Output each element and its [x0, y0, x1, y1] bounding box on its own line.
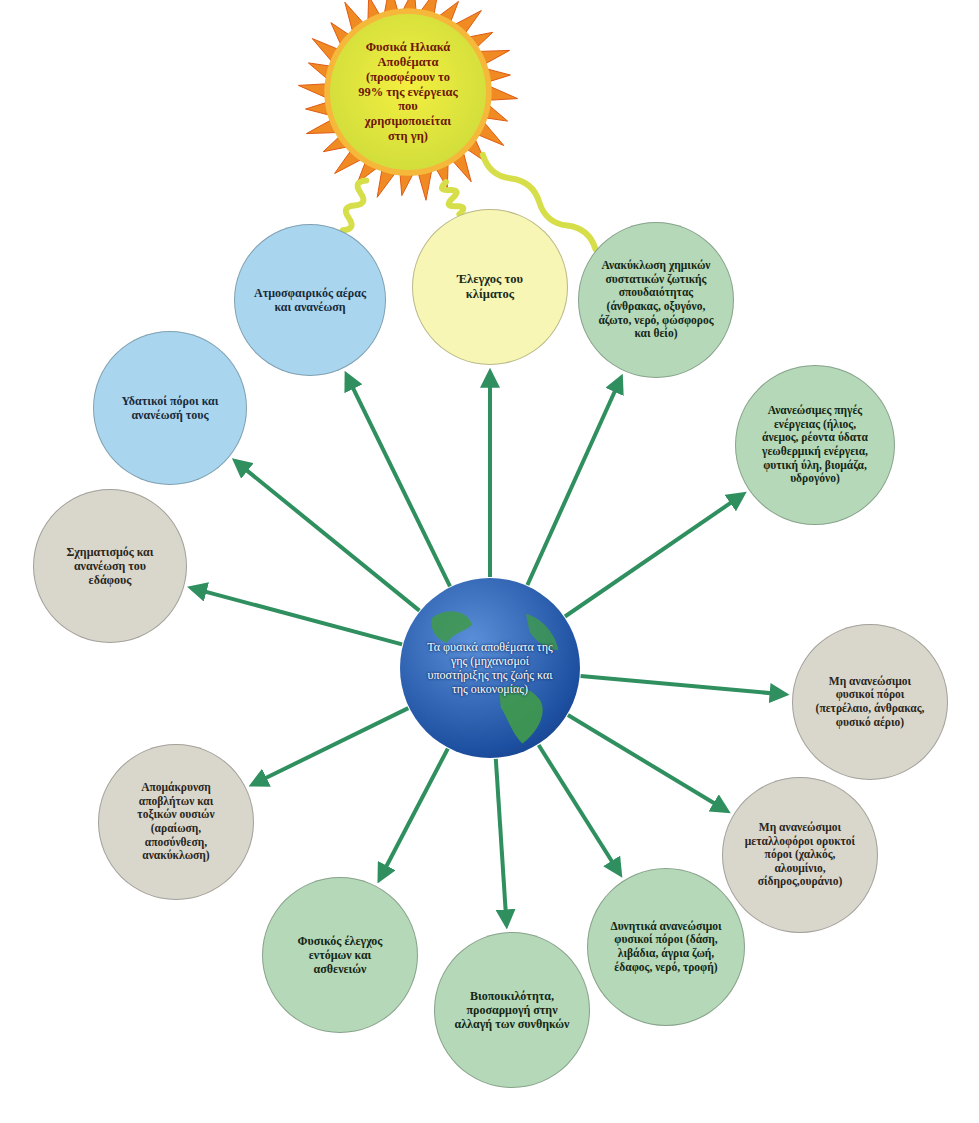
arrow-connector — [194, 589, 402, 645]
arrow-connector — [348, 377, 450, 586]
arrow-connector — [581, 676, 783, 694]
node-text: Ανακύκλωση χημικών συστατικών ζωτικής σπ… — [598, 259, 713, 340]
energy-ray — [343, 180, 367, 230]
node-text: Ανανεώσιμες πηγές ενέργειας (ήλιος, άνεμ… — [756, 404, 874, 485]
arrow-connector — [488, 375, 492, 577]
sun-glow — [324, 8, 491, 175]
node-text: Δυνητικά ανανεώσιμοι φυσικοί πόροι (δάση… — [608, 920, 725, 974]
resource-circle: Μη ανανεώσιμοι μεταλλοφόροι ορυκτοί πόρο… — [722, 777, 878, 933]
resource-circle: Μη ανανεώσιμοι φυσικοί πόροι (πετρέλαιο,… — [792, 624, 948, 780]
node-text: Απομάκρυνση αποβλήτων και τοξικών ουσιών… — [118, 781, 233, 862]
resource-circle: Ατμοσφαιρικός αέρας και ανανέωση — [234, 224, 386, 376]
resource-circle: Βιοποικιλότητα, προσαρμογή στην αλλαγή τ… — [434, 932, 590, 1088]
sun-rays — [298, 0, 517, 200]
node-text: Υδατικοί πόροι και ανανέωσή τους — [113, 394, 227, 422]
node-text: Έλεγχος του κλίματος — [432, 272, 547, 302]
resource-circle: Σχηματισμός και ανανέωση του εδάφους — [33, 489, 187, 643]
resource-circle: Φυσικός έλεγχος εντόμων και ασθενειών — [262, 877, 418, 1033]
node-text: Μη ανανεώσιμοι φυσικοί πόροι (πετρέλαιο,… — [812, 675, 927, 729]
resource-circle: Ανανεώσιμες πηγές ενέργειας (ήλιος, άνεμ… — [735, 365, 895, 525]
arrow-connector — [539, 745, 619, 872]
arrow-connector — [238, 463, 420, 611]
resource-circle: Απομάκρυνση αποβλήτων και τοξικών ουσιών… — [98, 744, 254, 900]
resource-circle: Υδατικοί πόροι και ανανέωσή τους — [93, 331, 247, 485]
node-text: Φυσικός έλεγχος εντόμων και ασθενειών — [282, 934, 397, 976]
node-text: Σχηματισμός και ανανέωση του εδάφους — [53, 545, 167, 587]
sun-circle: Φυσικά Ηλιακά Αποθέματα (προσφέρουν το 9… — [330, 14, 485, 169]
resource-circle: Ανακύκλωση χημικών συστατικών ζωτικής σπ… — [578, 222, 734, 378]
earth-globe: Τα φυσικά αποθέματα της γης (μηχανισμοί … — [400, 578, 580, 758]
node-text: Ατμοσφαιρικός αέρας και ανανέωση — [254, 286, 366, 314]
arrow-connector — [527, 380, 619, 585]
node-text: Τα φυσικά αποθέματα της γης (μηχανισμοί … — [423, 640, 556, 697]
node-text: Φυσικά Ηλιακά Αποθέματα (προσφέρουν το 9… — [355, 40, 462, 143]
resource-circle: Δυνητικά ανανεώσιμοι φυσικοί πόροι (δάση… — [587, 868, 745, 1026]
arrow-connector — [496, 759, 507, 922]
energy-ray — [442, 182, 463, 214]
arrow-connector — [565, 496, 741, 617]
arrow-connector — [381, 749, 448, 877]
arrow-connector — [568, 715, 725, 810]
arrow-connector — [255, 708, 408, 783]
node-text: Μη ανανεώσιμοι μεταλλοφόροι ορυκτοί πόρο… — [742, 821, 857, 889]
resource-circle: Έλεγχος του κλίματος — [412, 209, 568, 365]
node-text: Βιοποικιλότητα, προσαρμογή στην αλλαγή τ… — [454, 989, 569, 1031]
